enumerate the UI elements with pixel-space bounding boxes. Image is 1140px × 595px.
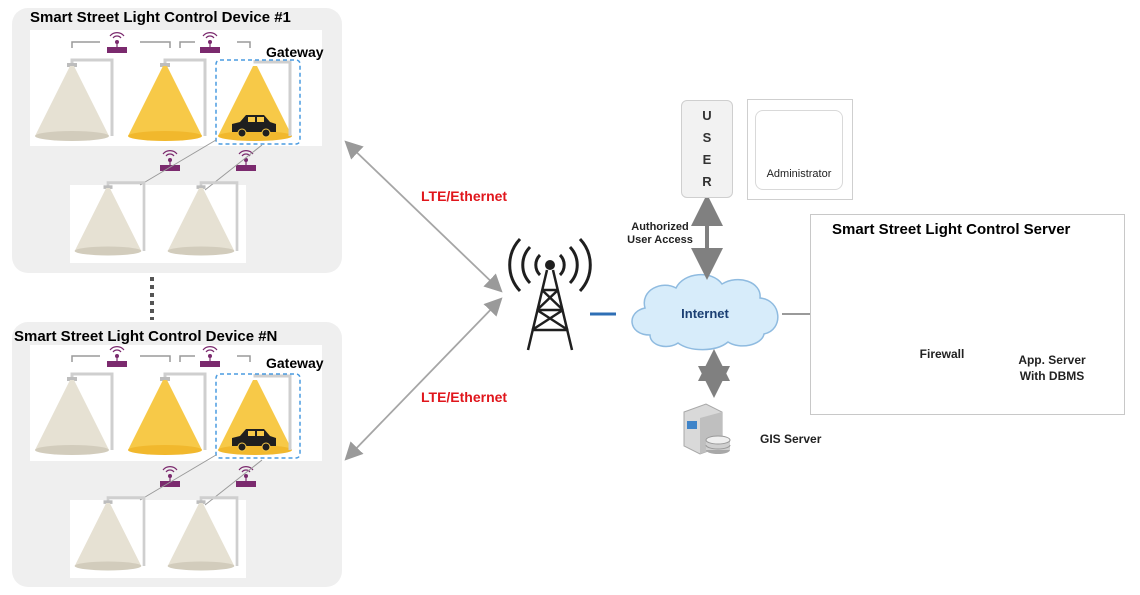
user-letter: U — [702, 108, 712, 123]
user-letter: E — [702, 152, 712, 167]
user-letter: S — [702, 130, 712, 145]
lte-ethernet-label-bottom: LTE/Ethernet — [421, 389, 508, 405]
device-1-title: Smart Street Light Control Device #1 — [30, 9, 291, 26]
device-1-gateway-label: Gateway — [266, 44, 324, 60]
link-device-n-tower — [344, 297, 503, 461]
device-n-top-brackets — [71, 355, 251, 362]
device-1-top-brackets — [71, 41, 251, 48]
device-n-gateway-box — [215, 373, 301, 459]
wireless-module-icon — [235, 150, 257, 172]
administrator-card — [755, 110, 843, 190]
wireless-module-icon — [106, 32, 128, 54]
wireless-module-icon — [106, 346, 128, 368]
firewall-label: Firewall — [919, 347, 965, 361]
control-server-title: Smart Street Light Control Server — [832, 221, 1071, 238]
user-letter: R — [702, 174, 712, 189]
radio-tower-icon — [508, 237, 592, 351]
gis-server-icon — [683, 403, 731, 455]
gis-server-label: GIS Server — [760, 432, 822, 446]
device-n-gateway-label: Gateway — [266, 355, 324, 371]
lte-ethernet-label-top: LTE/Ethernet — [421, 188, 508, 204]
link-device-1-tower — [344, 140, 503, 293]
user-box: U S E R — [681, 100, 733, 198]
cloud-icon — [631, 274, 779, 351]
wireless-module-icon — [235, 466, 257, 488]
wireless-module-icon — [159, 466, 181, 488]
wireless-module-icon — [199, 346, 221, 368]
authorized-user-access-label: Authorized User Access — [627, 221, 693, 246]
internet-label: Internet — [681, 306, 729, 321]
app-server-label: App. Server With DBMS — [1018, 353, 1086, 383]
wireless-module-icon — [199, 32, 221, 54]
wireless-module-icon — [159, 150, 181, 172]
device-n-title: Smart Street Light Control Device #N — [14, 328, 278, 345]
administrator-label: Administrator — [766, 168, 832, 180]
device-1-gateway-box — [215, 59, 301, 145]
control-server-box — [810, 214, 1125, 415]
